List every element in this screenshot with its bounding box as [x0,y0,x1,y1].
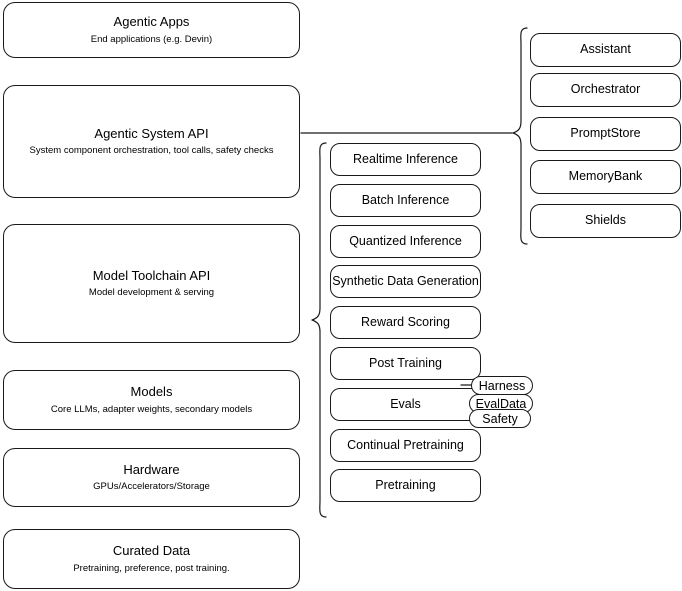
layer-models[interactable]: Models Core LLMs, adapter weights, secon… [3,370,300,430]
system-component-label: Shields [585,213,626,228]
layer-hardware[interactable]: Hardware GPUs/Accelerators/Storage [3,448,300,507]
layer-title: Agentic Apps [113,14,190,30]
capability-label: Continual Pretraining [347,437,464,452]
system-component-label: MemoryBank [568,169,643,184]
layer-title: Curated Data [112,543,191,559]
layer-subtitle: Pretraining, preference, post training. [73,562,230,574]
capability-label: Realtime Inference [353,151,458,166]
capability-post-training[interactable]: Post Training [330,347,481,380]
layer-agentic-apps[interactable]: Agentic Apps End applications (e.g. Devi… [3,2,300,58]
layer-title: Agentic System API [94,125,209,141]
capability-synthetic-data-generation[interactable]: Synthetic Data Generation [330,265,481,298]
eval-subcomponent-label: Safety [482,411,518,426]
capability-label: Post Training [369,355,442,370]
system-component-shields[interactable]: Shields [530,204,681,238]
system-component-orchestrator[interactable]: Orchestrator [530,73,681,107]
capability-reward-scoring[interactable]: Reward Scoring [330,306,481,339]
capability-label: Reward Scoring [361,314,450,329]
layer-subtitle: Model development & serving [88,287,215,299]
layer-subtitle: System component orchestration, tool cal… [29,145,274,157]
layer-curated-data[interactable]: Curated Data Pretraining, preference, po… [3,529,300,589]
system-component-memorybank[interactable]: MemoryBank [530,160,681,194]
capability-label: Evals [390,396,421,411]
capability-realtime-inference[interactable]: Realtime Inference [330,143,481,176]
capability-pretraining[interactable]: Pretraining [330,469,481,502]
eval-subcomponent-harness[interactable]: Harness [471,376,533,395]
system-component-label: PromptStore [570,126,641,141]
capability-label: Synthetic Data Generation [332,273,479,288]
capability-batch-inference[interactable]: Batch Inference [330,184,481,217]
system-component-label: Orchestrator [570,82,641,97]
layer-title: Models [130,384,173,400]
capability-label: Batch Inference [361,192,450,207]
system-component-promptstore[interactable]: PromptStore [530,117,681,151]
layer-subtitle: GPUs/Accelerators/Storage [93,481,210,493]
layer-agentic-system-api[interactable]: Agentic System API System component orch… [3,85,300,198]
layer-subtitle: End applications (e.g. Devin) [90,33,213,45]
layer-title: Hardware [123,461,180,477]
layer-model-toolchain-api[interactable]: Model Toolchain API Model development & … [3,224,300,343]
capability-continual-pretraining[interactable]: Continual Pretraining [330,429,481,462]
capability-label: Pretraining [375,477,436,492]
capability-evals[interactable]: Evals [330,388,481,421]
eval-subcomponent-label: EvalData [475,396,527,411]
system-component-label: Assistant [580,42,631,57]
layer-title: Model Toolchain API [92,267,211,283]
brace-system-components [512,27,528,245]
capability-label: Quantized Inference [349,233,462,248]
capability-quantized-inference[interactable]: Quantized Inference [330,225,481,258]
layer-subtitle: Core LLMs, adapter weights, secondary mo… [50,403,253,415]
eval-subcomponent-label: Harness [478,378,526,393]
brace-toolchain-capabilities [311,142,327,518]
eval-subcomponent-safety[interactable]: Safety [469,409,531,428]
system-component-assistant[interactable]: Assistant [530,33,681,67]
